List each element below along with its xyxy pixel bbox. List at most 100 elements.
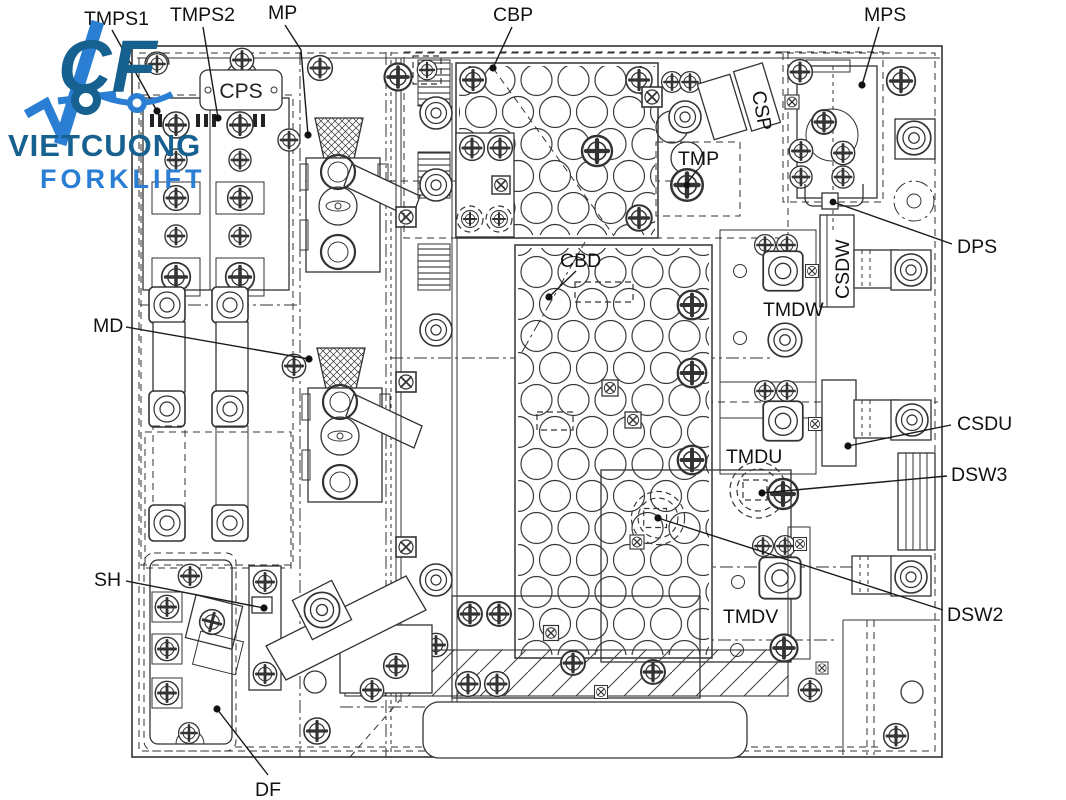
- screw-icon: [829, 139, 857, 167]
- screw-icon: [458, 65, 488, 95]
- screw-icon: [773, 534, 797, 558]
- screw-icon: [251, 568, 279, 596]
- screw-icon: [489, 209, 509, 229]
- vent-grill: [897, 452, 936, 551]
- terminal-lug-icon: [211, 390, 249, 428]
- screw-icon: [675, 356, 709, 390]
- label-csdw: CSDW: [832, 239, 854, 299]
- df-diode-module: [143, 552, 237, 752]
- square-screw-icon: [593, 684, 609, 700]
- square-screw-icon: [792, 536, 808, 552]
- label-dsw2: DSW2: [947, 604, 1003, 626]
- ring-terminal-icon: [894, 560, 928, 594]
- label-tmps2: TMPS2: [170, 4, 235, 26]
- terminal-ticks: [150, 114, 265, 127]
- screw-icon: [882, 722, 910, 750]
- terminal-lug-icon: [762, 250, 804, 292]
- bottom-right-plate: [842, 619, 940, 755]
- screw-icon: [226, 184, 254, 212]
- screw-icon: [358, 676, 386, 704]
- tmdw-terminal-group: [719, 214, 932, 419]
- label-tmdv: TMDV: [723, 606, 778, 628]
- screw-icon: [830, 164, 856, 190]
- screw-icon: [582, 136, 612, 166]
- screw-icon: [678, 70, 702, 94]
- label-tmdw: TMDW: [763, 299, 824, 321]
- screw-icon: [306, 54, 334, 82]
- ring-terminal-icon: [896, 120, 932, 156]
- ring-terminal-icon: [668, 100, 702, 134]
- screw-icon: [624, 203, 654, 233]
- cbp-capacitor-plate: [403, 51, 789, 239]
- csdu-terminal-group: [719, 379, 932, 475]
- square-screw-icon: [624, 411, 642, 429]
- square-screw-icon: [804, 263, 820, 279]
- md-contactor: [280, 347, 423, 503]
- screw-icon: [753, 379, 777, 403]
- screw-icon: [276, 127, 302, 153]
- terminal-lug-icon: [211, 286, 249, 324]
- ring-terminal-icon: [303, 591, 341, 629]
- screw-icon: [796, 676, 824, 704]
- square-screw-icon: [784, 94, 800, 110]
- screw-icon: [486, 134, 514, 162]
- screw-icon: [458, 134, 486, 162]
- square-screw-icon: [629, 534, 645, 550]
- square-screw-icon: [491, 175, 511, 195]
- ring-terminal-icon: [419, 313, 453, 347]
- screw-icon: [485, 600, 513, 628]
- screw-icon: [176, 562, 204, 590]
- square-screw-icon: [395, 536, 417, 558]
- ring-terminal-icon: [894, 253, 928, 287]
- terminal-lug-icon: [148, 504, 186, 542]
- terminal-lug-icon: [758, 556, 802, 600]
- screw-icon: [787, 137, 815, 165]
- screw-icon: [788, 164, 814, 190]
- screw-icon: [675, 288, 709, 322]
- vcf-logo: CF VIETCUONG FORKLIFT: [8, 19, 201, 194]
- square-screw-icon: [601, 379, 619, 397]
- square-screw-icon: [815, 661, 829, 675]
- square-screw-icon: [395, 371, 417, 393]
- screw-icon: [228, 46, 256, 74]
- screw-icon: [153, 593, 181, 621]
- label-df: DF: [255, 779, 281, 800]
- screw-icon: [177, 721, 201, 745]
- screw-icon: [153, 679, 181, 707]
- logo-wheel-rear-hub: [79, 93, 93, 107]
- screw-icon: [163, 223, 189, 249]
- screw-icon: [768, 632, 800, 664]
- screw-icon: [456, 600, 484, 628]
- label-dps: DPS: [957, 236, 997, 258]
- screw-icon: [225, 110, 255, 140]
- sh-shunt-assembly: [184, 565, 427, 691]
- ring-terminal-icon: [767, 322, 803, 358]
- screw-icon: [454, 670, 482, 698]
- label-cbd: CBD: [560, 250, 601, 272]
- screw-icon: [416, 59, 438, 81]
- label-md: MD: [93, 315, 123, 337]
- csp-tmp-group: [655, 62, 782, 217]
- logo-wheel-front-hub: [132, 98, 142, 108]
- top-edge-screws: [306, 54, 918, 98]
- screw-icon: [639, 658, 667, 686]
- screw-icon: [751, 534, 775, 558]
- screw-icon: [483, 670, 511, 698]
- terminal-lug-icon: [762, 400, 804, 442]
- cps-name-plate: CPS: [199, 46, 283, 111]
- screw-icon: [460, 209, 480, 229]
- screw-icon: [775, 379, 799, 403]
- square-screw-icon: [395, 206, 417, 228]
- screw-icon: [884, 64, 918, 98]
- ring-terminal-icon: [419, 96, 453, 130]
- terminal-lug-icon: [211, 504, 249, 542]
- logo-fork-check: [23, 96, 68, 144]
- screw-icon: [153, 635, 181, 663]
- label-tmp: TMP: [678, 148, 719, 170]
- cbd-capacitor-plate: [514, 241, 713, 659]
- screw-icon: [227, 223, 253, 249]
- screw-icon: [810, 108, 838, 136]
- label-dsw3: DSW3: [951, 464, 1007, 486]
